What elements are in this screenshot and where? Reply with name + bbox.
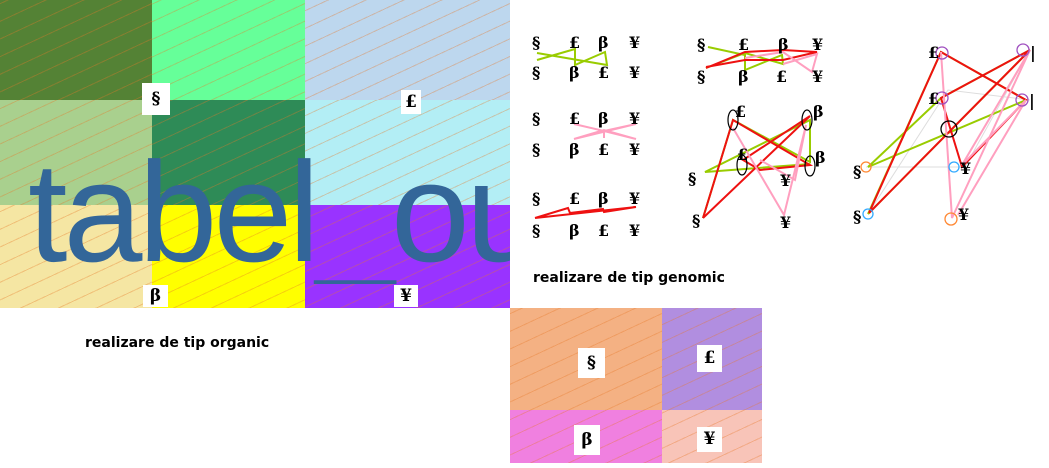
watermark-text: tabel_ou xyxy=(28,142,510,284)
diagram-red xyxy=(534,206,637,219)
sym: β xyxy=(569,63,580,82)
cell xyxy=(0,205,152,308)
cell xyxy=(152,0,305,100)
sym: § xyxy=(853,162,861,181)
label-section: § xyxy=(142,83,170,115)
sym: § xyxy=(532,189,540,208)
sym: ¥ xyxy=(812,35,823,54)
sym: £ xyxy=(569,33,580,52)
label-beta: β xyxy=(143,285,168,307)
sym: | xyxy=(1030,43,1036,62)
sym: β xyxy=(598,109,609,128)
sym: ¥ xyxy=(958,205,969,224)
sym: £ xyxy=(598,140,609,159)
cell xyxy=(0,100,152,205)
sym: ¥ xyxy=(629,140,640,159)
caption-organic: realizare de tip organic xyxy=(85,335,270,351)
sym: £ xyxy=(738,35,749,54)
cell xyxy=(305,0,510,100)
sym: £ xyxy=(569,109,580,128)
sym: ¥ xyxy=(629,189,640,208)
sym: § xyxy=(688,169,696,188)
sym: § xyxy=(692,211,700,230)
sym: § xyxy=(532,33,540,52)
caption-genomic: realizare de tip genomic xyxy=(533,270,725,286)
sym: § xyxy=(532,63,540,82)
sym: § xyxy=(697,35,705,54)
cell xyxy=(305,100,510,205)
sym: β xyxy=(569,140,580,159)
sym: ¥ xyxy=(629,221,640,240)
cell xyxy=(0,0,152,100)
sym: § xyxy=(532,221,540,240)
diagram-pink xyxy=(573,123,637,140)
diagram-mixed xyxy=(705,46,819,74)
label-section: § xyxy=(578,348,605,378)
label-pound: £ xyxy=(697,345,722,372)
sym: ¥ xyxy=(780,213,791,232)
sym: £ xyxy=(569,189,580,208)
sym: § xyxy=(532,140,540,159)
diagram-green xyxy=(536,47,609,67)
diagram-3d-middle xyxy=(702,109,816,219)
label-beta: β xyxy=(574,425,600,455)
sym: £ xyxy=(735,102,746,121)
sym: § xyxy=(853,207,861,226)
sym: § xyxy=(532,109,540,128)
label-yen: ¥ xyxy=(394,285,418,307)
sym: £ xyxy=(598,63,609,82)
cell xyxy=(152,205,305,308)
sym: ¥ xyxy=(960,159,971,178)
diagram-3d-right xyxy=(860,43,1031,226)
sym: β xyxy=(778,35,789,54)
sym: β xyxy=(569,221,580,240)
sym: β xyxy=(738,67,749,86)
cell xyxy=(305,205,510,308)
sym: ¥ xyxy=(629,109,640,128)
sym: £ xyxy=(928,89,939,108)
sym: ¥ xyxy=(629,63,640,82)
sym: ¥ xyxy=(629,33,640,52)
sym: | xyxy=(1029,91,1035,110)
sym: ¥ xyxy=(812,67,823,86)
sym: £ xyxy=(737,145,748,164)
sym: β xyxy=(815,148,826,167)
sym: β xyxy=(598,33,609,52)
label-pound: £ xyxy=(401,90,421,114)
sym: £ xyxy=(598,221,609,240)
label-yen: ¥ xyxy=(697,427,722,452)
symbols: §£β¥ §β£¥ §£β¥ §β£¥ §£β¥ §β£¥ §£β¥ §β£¥ … xyxy=(532,33,1036,240)
sym: β xyxy=(813,102,824,121)
sym: β xyxy=(598,189,609,208)
cell xyxy=(152,100,305,205)
sym: £ xyxy=(776,67,787,86)
sym: £ xyxy=(928,43,939,62)
sym: § xyxy=(697,67,705,86)
sym: ¥ xyxy=(780,171,791,190)
